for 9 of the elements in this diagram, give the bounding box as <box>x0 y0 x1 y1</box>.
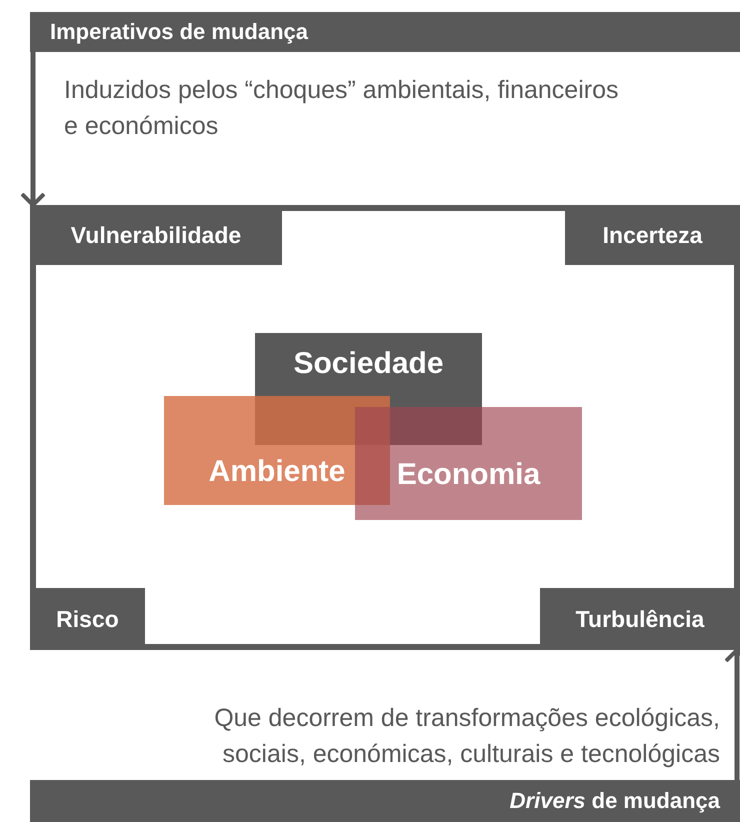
arrow <box>724 648 740 780</box>
heading-band: Imperativos de mudança <box>30 12 740 52</box>
arrow <box>20 52 46 207</box>
frame-box <box>30 205 740 650</box>
heading-band: Drivers de mudança <box>30 780 740 822</box>
category-box: Economia <box>355 407 582 520</box>
description-text: Que decorrem de transformações ecológicas, sociais, económicas, culturais e tecnológicas <box>213 703 720 770</box>
description-text: Induzidos pelos “choques” ambientais, financeiros e económicos <box>64 75 620 142</box>
category-box: Ambiente <box>164 396 390 505</box>
